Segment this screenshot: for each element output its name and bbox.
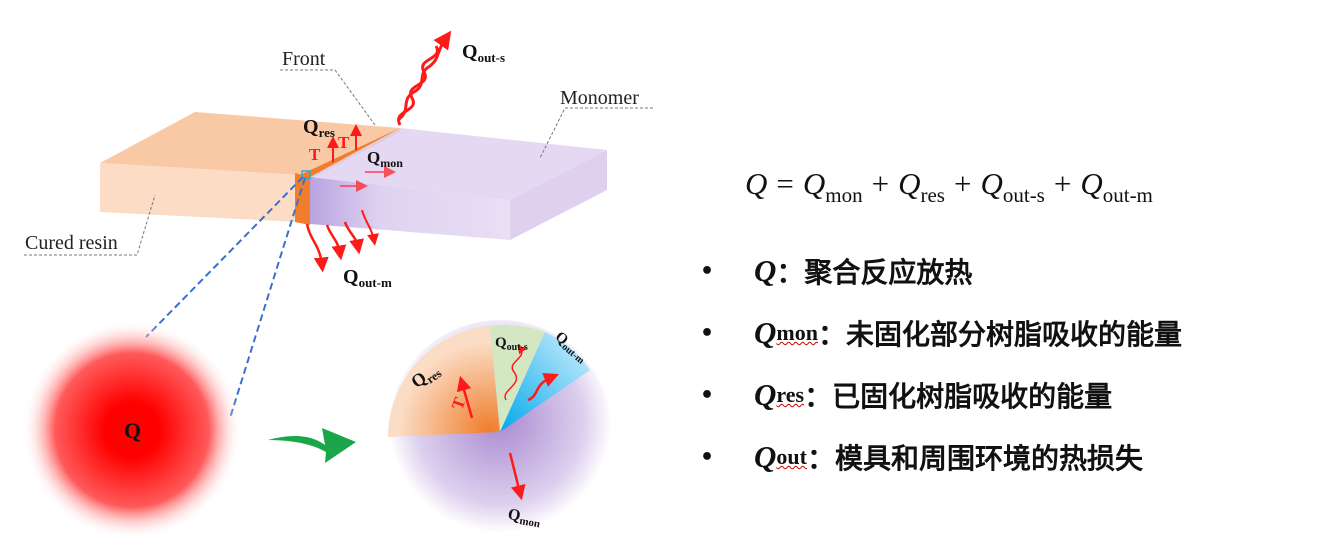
bullet-subscript: out xyxy=(776,444,807,469)
bullet-dot: • xyxy=(700,320,715,346)
monomer-block xyxy=(310,128,607,240)
heat-source-circle xyxy=(22,320,242,540)
eq-equals: = xyxy=(776,166,794,201)
bullet-text: ：聚合反应放热 xyxy=(776,256,973,289)
bullet-text: ：模具和周围环境的热损失 xyxy=(806,442,1143,475)
eq-plus: + xyxy=(953,166,972,201)
t-label-1: T xyxy=(309,145,321,164)
eq-term-res: Q xyxy=(898,166,921,201)
energy-pie xyxy=(388,320,612,544)
eq-plus: + xyxy=(871,166,890,201)
eq-term-mon: Q xyxy=(802,166,826,201)
mold-loss-arrows xyxy=(305,209,379,273)
temperature-arrows xyxy=(327,124,362,162)
bullet-dot: • xyxy=(700,258,715,284)
monomer-leader xyxy=(539,107,653,159)
bullet-symbol: Q xyxy=(754,377,777,412)
zoom-line-2 xyxy=(229,177,306,419)
zoom-line-1 xyxy=(145,176,304,338)
bullet-dot: • xyxy=(700,382,715,408)
cured-resin-block xyxy=(100,112,400,222)
eq-lhs: Q xyxy=(745,166,768,201)
eq-sub-mon: mon xyxy=(825,183,863,207)
bullet-q: • Q：聚合反应放热 xyxy=(700,240,1182,302)
cured-resin-label: Cured resin xyxy=(25,232,118,254)
eq-term-out-m: Q xyxy=(1080,166,1103,201)
bullet-subscript: res xyxy=(776,382,805,407)
radiation-wave-icon xyxy=(397,30,452,126)
green-arrow-icon xyxy=(268,428,356,463)
bullet-symbol: Q xyxy=(754,439,777,474)
front-strip xyxy=(295,128,400,225)
bullet-text: ：未固化部分树脂吸收的能量 xyxy=(817,318,1182,351)
bullet-subscript: mon xyxy=(776,320,818,345)
eq-term-out-s: Q xyxy=(980,166,1003,201)
eq-sub-out-s: out-s xyxy=(1002,183,1045,207)
front-label: Front xyxy=(282,48,326,70)
zoom-marker xyxy=(301,170,311,179)
q-out-m-label: Qout-m xyxy=(343,266,392,290)
eq-plus: + xyxy=(1053,166,1072,201)
eq-sub-res: res xyxy=(920,183,945,207)
pie-q-mon-label: Qmon xyxy=(506,506,542,530)
q-res-label: Qres xyxy=(303,116,335,140)
monomer-label: Monomer xyxy=(560,87,639,109)
q-out-s-label: Qout-s xyxy=(462,41,505,65)
monomer-heat-arrows xyxy=(340,166,396,192)
energy-equation: Q=Qmon+Qres+Qout-s+Qout-m xyxy=(745,166,1153,208)
q-total-label: Q xyxy=(124,418,141,443)
eq-sub-out-m: out-m xyxy=(1102,183,1153,207)
front-leader xyxy=(280,69,376,126)
bullet-text: ：已固化树脂吸收的能量 xyxy=(804,380,1113,413)
pie-q-out-s-label: Qout-s xyxy=(495,335,528,353)
bullet-symbol: Q xyxy=(754,253,777,288)
t-label-2: T xyxy=(338,133,350,152)
bullet-symbol: Q xyxy=(754,315,777,350)
cured-resin-leader xyxy=(24,194,156,256)
bullet-dot: • xyxy=(700,444,715,470)
